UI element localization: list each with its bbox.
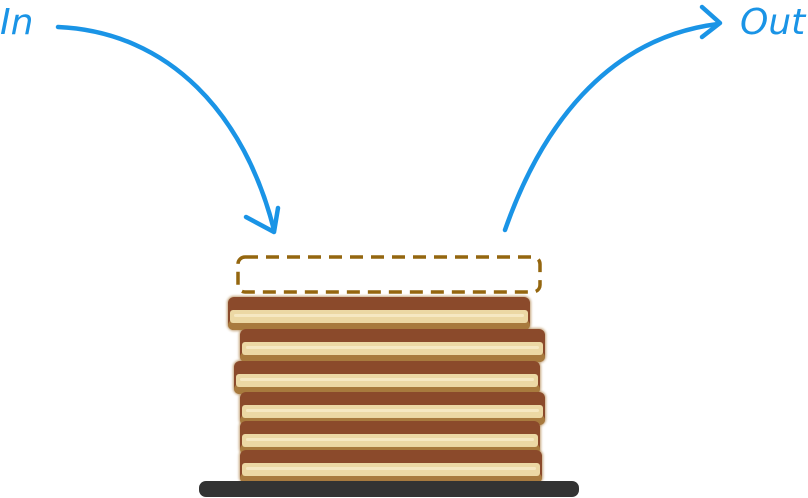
in-arrow-icon bbox=[55, 24, 281, 235]
plate bbox=[199, 481, 579, 497]
in-label: In bbox=[0, 2, 33, 43]
pancake bbox=[233, 360, 541, 395]
pancake bbox=[239, 420, 541, 455]
empty-slot bbox=[236, 255, 542, 294]
pancake bbox=[239, 328, 546, 363]
pancake-stack bbox=[227, 296, 546, 484]
pancake bbox=[239, 449, 543, 484]
out-label: Out bbox=[740, 2, 807, 43]
pancake bbox=[227, 296, 531, 331]
out-arrow-icon bbox=[502, 4, 723, 233]
